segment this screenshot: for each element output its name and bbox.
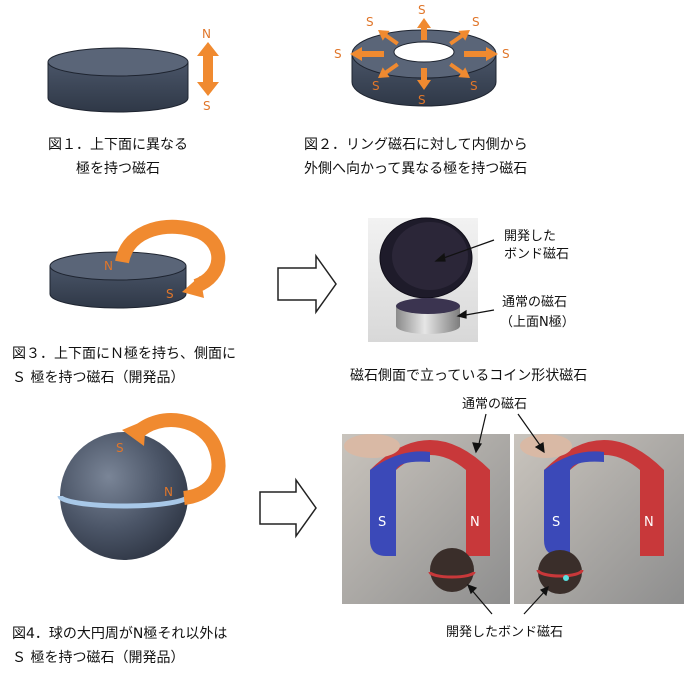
fig3-pole-n-label: N xyxy=(104,259,113,273)
fig4-label-top: 通常の磁石 xyxy=(462,397,527,412)
fig4-pole-n-label: N xyxy=(164,485,173,499)
fig2-pole-s-topright: S xyxy=(472,15,480,29)
fig3-curved-arrow xyxy=(115,219,226,298)
fig2-pole-s-bottomleft: S xyxy=(372,79,380,93)
fig2-caption-line2: 外側へ向かって異なる極を持つ磁石 xyxy=(304,161,528,177)
fig4-sphere-magnet xyxy=(57,432,191,560)
fig3-photo xyxy=(368,217,478,342)
fig2-pole-s-topleft: S xyxy=(366,15,374,29)
fig3-caption: 図３．上下面にＮ極を持ち、側面に Ｓ 極を持つ磁石（開発品） xyxy=(12,342,236,390)
fig2-pole-s-bottomright: S xyxy=(470,79,478,93)
fig4-horseshoe-n-left: N xyxy=(470,515,480,530)
fig2-pole-s-right: S xyxy=(502,47,510,61)
fig3-caption-line1: 図３．上下面にＮ極を持ち、側面に xyxy=(12,346,236,362)
fig1-pole-arrow xyxy=(197,42,219,96)
fig3-label-normal-2: （上面N極） xyxy=(500,314,575,330)
fig4-pole-s-label: S xyxy=(116,441,124,455)
fig1-caption-line2: 極を持つ磁石 xyxy=(76,161,160,177)
fig2-caption-line1: 図２．リング磁石に対して内側から xyxy=(304,137,528,153)
fig1-disk-magnet xyxy=(47,47,189,113)
fig2-pole-s-top: S xyxy=(418,3,426,17)
fig3-caption-line2: Ｓ 極を持つ磁石（開発品） xyxy=(12,370,185,386)
fig4-caption: 図4．球の大円周がN極それ以外は Ｓ 極を持つ磁石（開発品） xyxy=(12,622,227,670)
fig4-photo-right xyxy=(514,434,684,604)
fig2-pole-n-label: N xyxy=(418,45,427,59)
fig2-radial-arrows xyxy=(350,18,498,90)
fig2-caption: 図２．リング磁石に対して内側から 外側へ向かって異なる極を持つ磁石 xyxy=(304,133,528,181)
fig4-label-bottom: 開発したボンド磁石 xyxy=(446,625,563,640)
fig3-label-normal-1: 通常の磁石 xyxy=(502,295,567,310)
fig1-pole-n-label: N xyxy=(202,27,211,41)
fig1-pole-s-label: S xyxy=(203,99,211,113)
fig4-caption-line2: Ｓ 極を持つ磁石（開発品） xyxy=(12,650,185,666)
fig4-photo-left xyxy=(342,434,510,604)
fig2-pole-s-bottom: S xyxy=(418,93,426,107)
fig4-right-arrow xyxy=(259,477,317,539)
fig2-pole-s-left: S xyxy=(334,47,342,61)
fig3-photo-caption: 磁石側面で立っているコイン形状磁石 xyxy=(350,368,588,384)
fig3-pole-s-label: S xyxy=(166,287,174,301)
fig4-horseshoe-s-left: S xyxy=(378,515,386,530)
fig4-curved-arrow xyxy=(122,413,226,505)
fig3-label-bond-1: 開発した xyxy=(504,229,556,244)
fig3-label-bond-2: ボンド磁石 xyxy=(504,247,569,262)
fig4-horseshoe-n-right: N xyxy=(644,515,654,530)
fig4-horseshoe-s-right: S xyxy=(552,515,560,530)
fig4-photo-pointers xyxy=(466,413,549,615)
fig3-photo-pointers xyxy=(434,239,495,319)
fig1-caption: 図１．上下面に異なる 極を持つ磁石 xyxy=(48,133,188,181)
fig3-right-arrow xyxy=(277,253,337,315)
fig1-caption-line1: 図１．上下面に異なる xyxy=(48,137,188,153)
fig4-caption-line1: 図4．球の大円周がN極それ以外は xyxy=(12,626,228,642)
